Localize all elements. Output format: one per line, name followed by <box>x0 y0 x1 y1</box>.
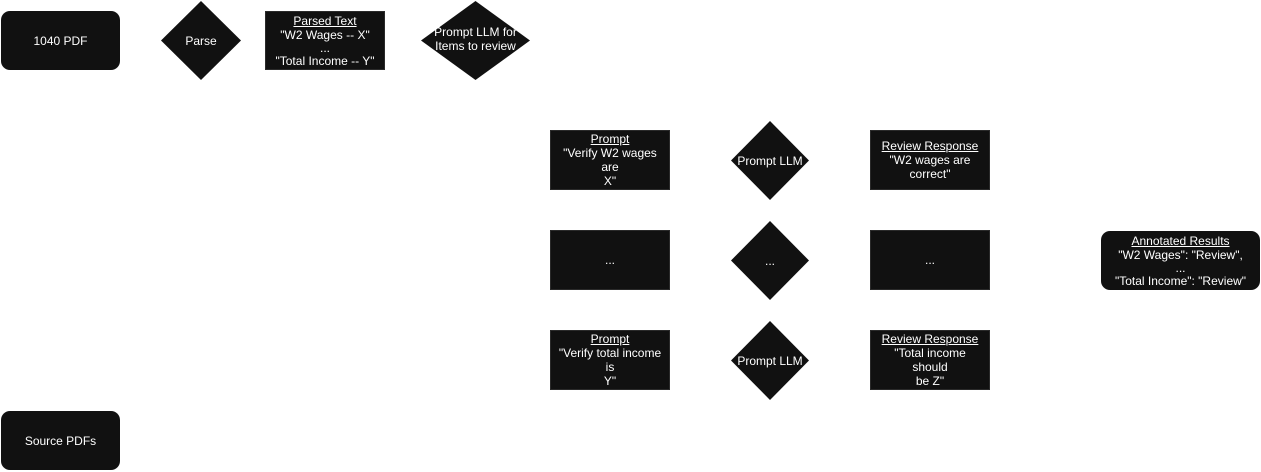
parsed-text-line-2: ... <box>319 40 330 55</box>
node-review-w2: Review Response "W2 wages are correct" <box>870 130 990 190</box>
node-prompt-w2: Prompt "Verify W2 wages are X" <box>550 130 670 190</box>
node-review-income: Review Response "Total income should be … <box>870 330 990 390</box>
node-1040-pdf: 1040 PDF <box>1 11 120 70</box>
prompt-income-line-1: "Verify total income is <box>558 346 662 374</box>
annotated-line-1: "W2 Wages": "Review", <box>1118 247 1243 262</box>
parsed-text-line-1: "W2 Wages -- X" <box>280 27 370 42</box>
node-1040-pdf-label: 1040 PDF <box>33 33 88 48</box>
review-income-line-2: be Z" <box>915 374 945 388</box>
annotated-line-2: ... <box>1175 260 1186 275</box>
prompt-income-line-2: Y" <box>603 374 617 388</box>
review-w2-line-1: "W2 wages are <box>889 153 971 167</box>
decision-prompt-llm-items: Prompt LLM for Items to review <box>421 1 530 80</box>
decision-parse-label: Parse <box>185 33 217 48</box>
review-income-line-1: "Total income should <box>894 346 966 374</box>
prompt-income-title: Prompt <box>590 332 630 346</box>
node-ellipsis-prompt: ... <box>550 230 670 290</box>
diamond-shape <box>731 221 809 300</box>
diamond-shape <box>421 1 530 80</box>
ellipsis-prompt-label: ... <box>604 253 615 267</box>
node-parsed-text: Parsed Text "W2 Wages -- X" ... "Total I… <box>265 11 385 70</box>
review-w2-line-2: correct" <box>909 167 951 181</box>
annotated-title: Annotated Results <box>1131 233 1230 248</box>
prompt-w2-line-2: X" <box>603 174 617 188</box>
review-w2-title: Review Response <box>881 139 979 153</box>
decision-ellipsis-llm: ... <box>731 221 809 300</box>
annotated-line-3: "Total Income": "Review" <box>1114 273 1247 288</box>
prompt-llm-1-label: Prompt LLM <box>737 153 803 168</box>
parsed-text-title: Parsed Text <box>293 13 357 28</box>
review-income-title: Review Response <box>881 332 979 346</box>
node-source-pdfs: Source PDFs <box>1 411 120 470</box>
decision-prompt-llm-1: Prompt LLM <box>731 121 809 200</box>
node-ellipsis-review: ... <box>870 230 990 290</box>
diamond-shape <box>731 121 809 200</box>
prompt-llm-items-line-2: Items to review <box>435 38 516 53</box>
diamond-shape <box>161 1 241 80</box>
parsed-text-line-3: "Total Income -- Y" <box>275 53 375 68</box>
prompt-llm-items-line-1: Prompt LLM for <box>434 24 517 39</box>
prompt-w2-line-1: "Verify W2 wages are <box>563 146 657 174</box>
decision-parse: Parse <box>161 1 241 80</box>
node-prompt-income: Prompt "Verify total income is Y" <box>550 330 670 390</box>
decision-prompt-llm-2: Prompt LLM <box>731 321 809 400</box>
ellipsis-review-label: ... <box>924 253 935 267</box>
prompt-llm-2-label: Prompt LLM <box>737 353 803 368</box>
prompt-w2-title: Prompt <box>590 132 630 146</box>
node-annotated-results: Annotated Results "W2 Wages": "Review", … <box>1101 231 1260 290</box>
ellipsis-llm-label: ... <box>764 253 775 268</box>
node-source-pdfs-label: Source PDFs <box>24 433 97 448</box>
diamond-shape <box>731 321 809 400</box>
